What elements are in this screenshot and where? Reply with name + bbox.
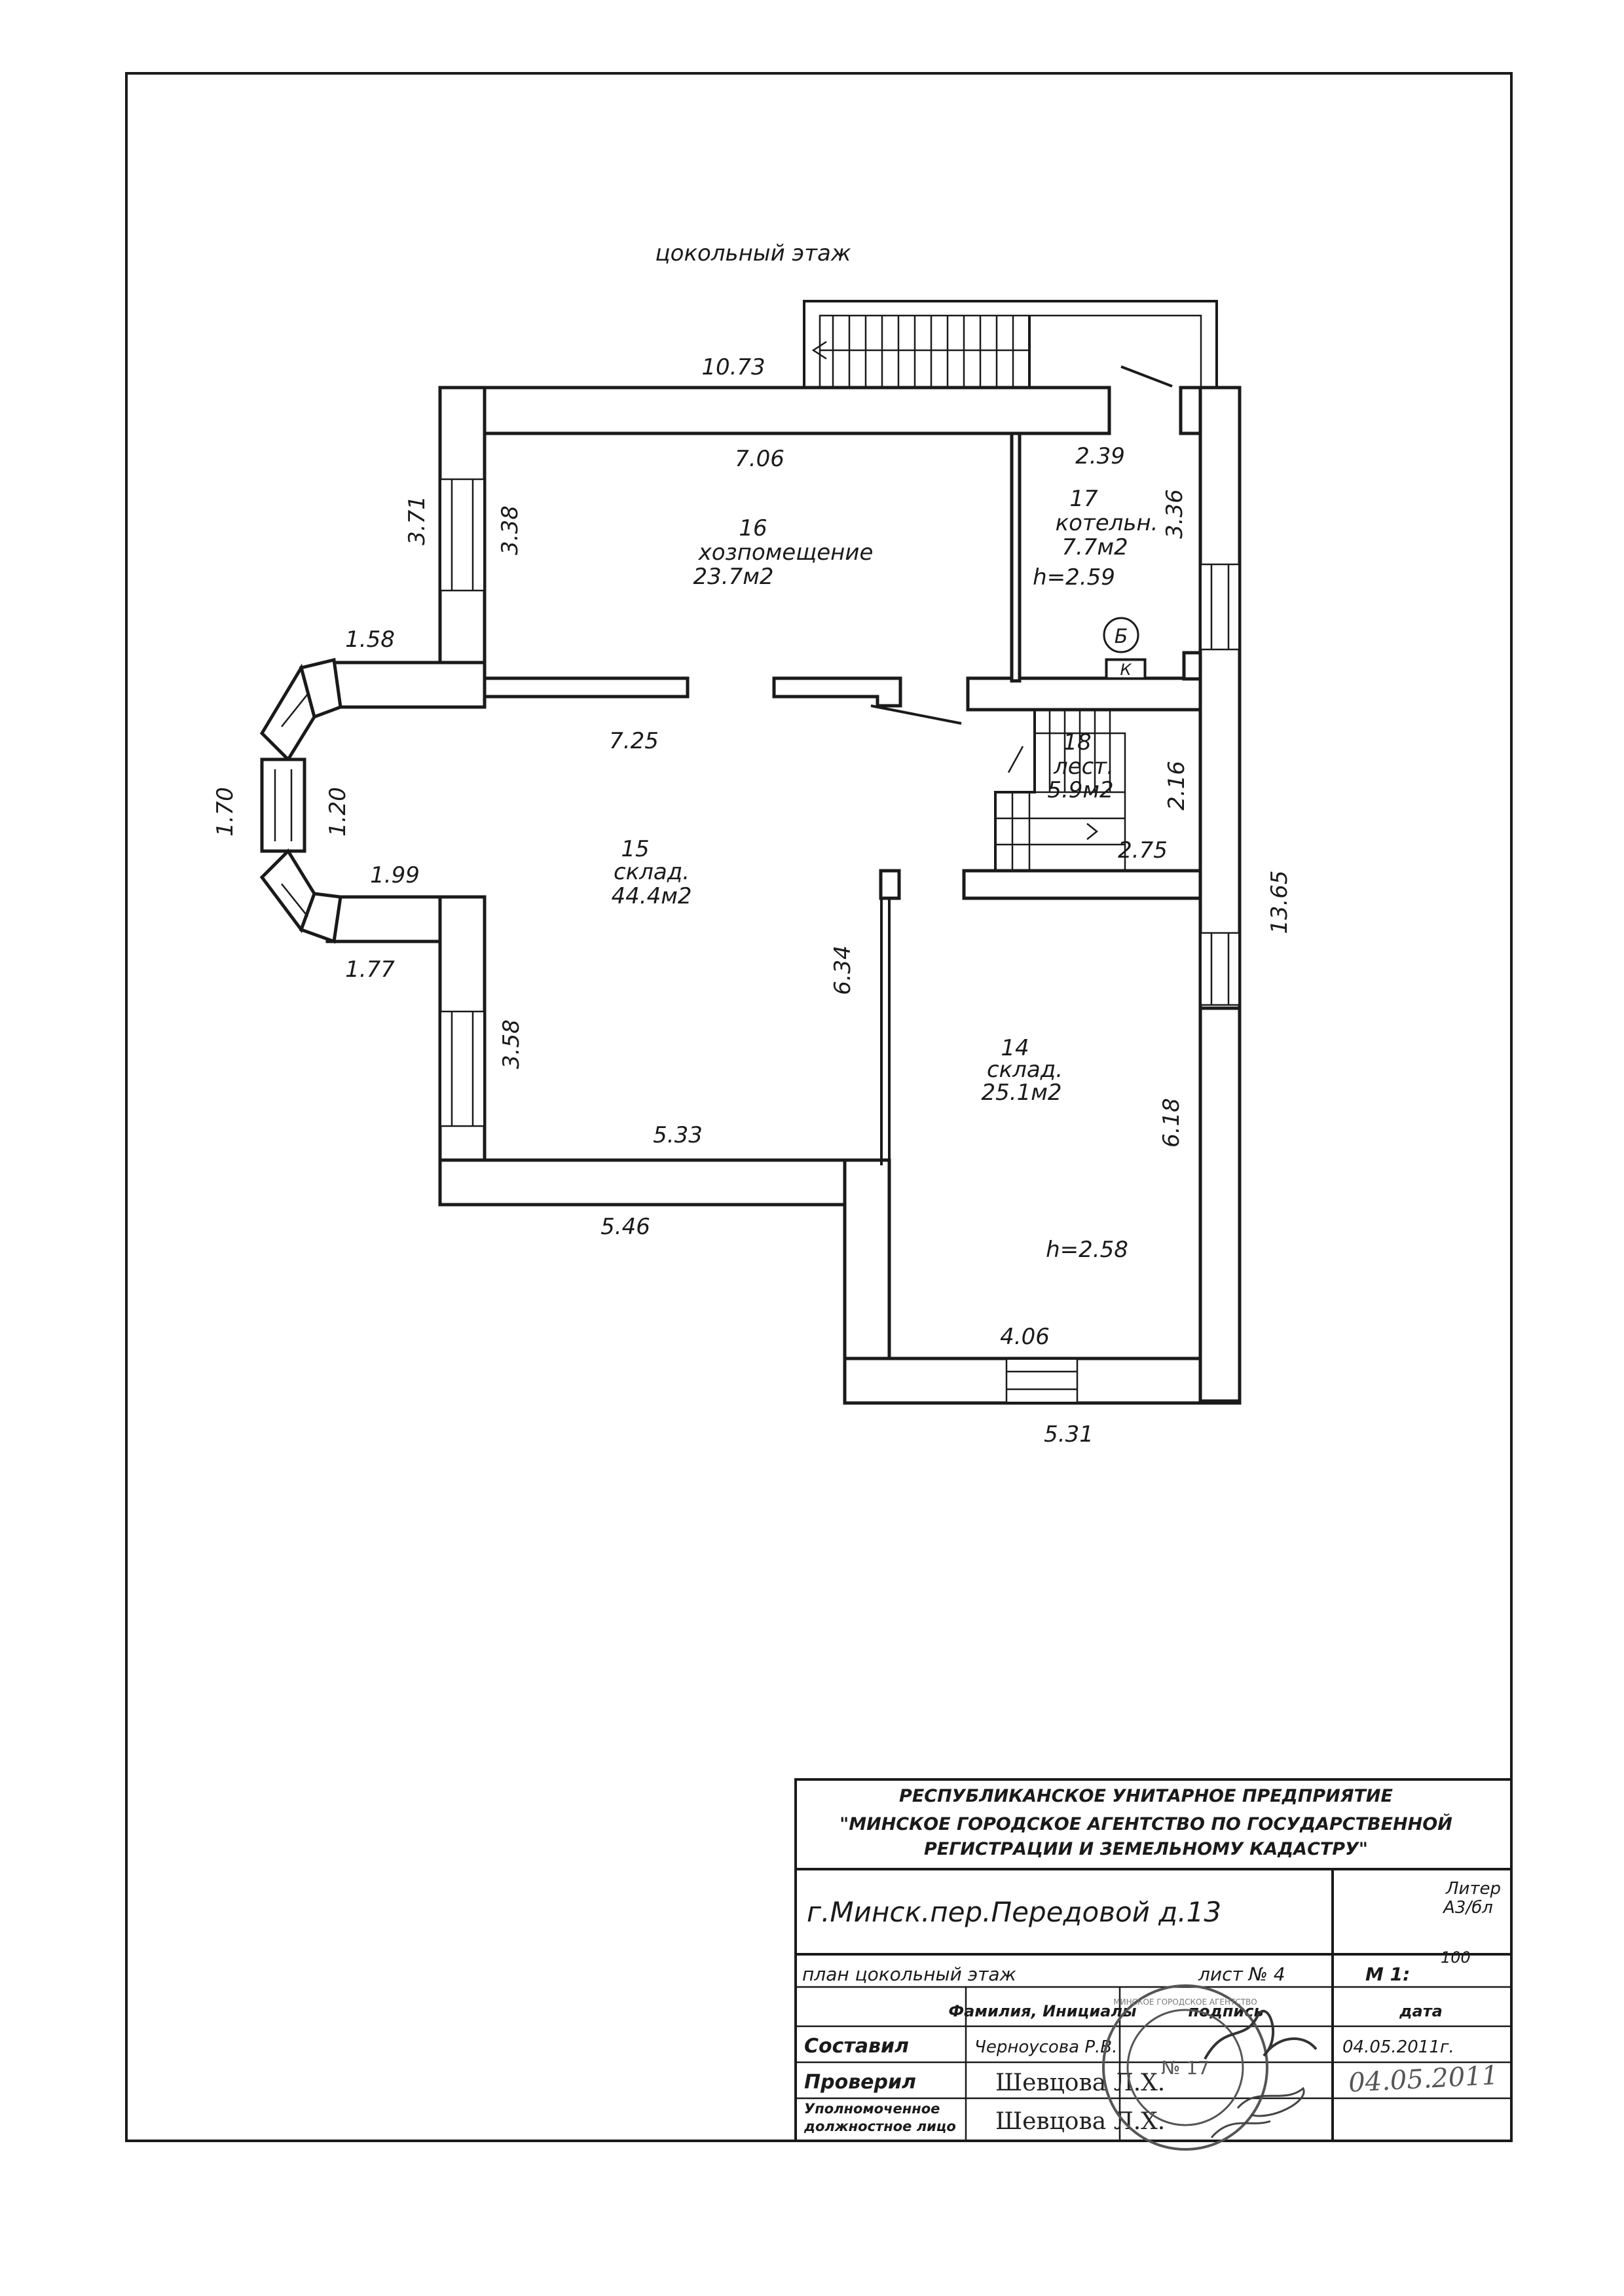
dim-right-outer: 13.65 — [1266, 870, 1293, 934]
dimensions: 10.73 7.06 2.39 3.71 3.38 3.36 1.58 1.70… — [212, 354, 1293, 1448]
dim-bay-top: 1.58 — [345, 627, 395, 653]
row1-date: 04.05.2011г. — [1342, 2037, 1454, 2057]
row2-name: Шевцова Л.Х. — [995, 2069, 1165, 2096]
stamp-number: № 17 — [1161, 2057, 1209, 2079]
org-line-1: РЕСПУБЛИКАНСКОЕ УНИТАРНОЕ ПРЕДПРИЯТИЕ — [899, 1786, 1393, 1806]
room17-name: котельн. — [1056, 510, 1158, 536]
room15-number: 15 — [621, 836, 649, 862]
sheet-number: лист № 4 — [1198, 1963, 1285, 1985]
dim-top-outer: 10.73 — [701, 354, 765, 380]
room18-area: 5.9м2 — [1047, 777, 1113, 803]
dim-bay-bottom-inner: 1.99 — [370, 862, 420, 888]
stamp-text: МИНСКОЕ ГОРОДСКОЕ АГЕНТСТВО — [1113, 1997, 1257, 2007]
plan-name: план цокольный этаж — [802, 1963, 1016, 1985]
dim-stair-right: 2.16 — [1164, 761, 1190, 811]
room15-area: 44.4м2 — [612, 883, 692, 909]
boiler-box — [1105, 659, 1146, 680]
room16-number: 16 — [739, 515, 767, 541]
partitions — [483, 431, 1202, 1165]
address: г.Минск.пер.Передовой д.13 — [807, 1896, 1221, 1928]
interior-staircase — [994, 710, 1126, 871]
dim-room15-bottom: 5.33 — [653, 1122, 703, 1148]
dim-room15-top: 7.25 — [609, 728, 659, 754]
liter-value: А3/бл — [1442, 1898, 1493, 1918]
scale-value: 100 — [1441, 1948, 1471, 1967]
room14-area: 25.1м2 — [982, 1080, 1062, 1106]
room18-number: 18 — [1063, 729, 1091, 756]
room-labels: 16 хозпомещение 23.7м2 17 котельн. 7.7м2… — [612, 486, 1158, 1263]
dim-bay-bottom: 1.77 — [345, 957, 395, 983]
signatures — [1204, 2009, 1318, 2138]
dim-room17-right: 3.36 — [1162, 489, 1188, 539]
dim-partition: 6.34 — [830, 945, 856, 995]
plan-title: цокольный этаж — [655, 240, 851, 266]
room17-number: 17 — [1069, 486, 1098, 512]
dim-stair-bottom: 2.75 — [1118, 837, 1168, 864]
row2-role: Проверил — [804, 2071, 916, 2094]
org-line-2: "МИНСКОЕ ГОРОДСКОЕ АГЕНТСТВО ПО ГОСУДАРС… — [840, 1813, 1452, 1834]
dim-left-upper-outer: 3.71 — [404, 496, 430, 545]
liter-label: Литер — [1445, 1879, 1501, 1899]
row1-name: Черноусова Р.В. — [974, 2037, 1117, 2057]
dim-room14-bottom: 4.06 — [1000, 1324, 1050, 1350]
dim-bottom-left-outer: 5.46 — [600, 1214, 650, 1240]
scale-label: М 1: — [1365, 1963, 1410, 1985]
room15-name: склад. — [614, 859, 690, 885]
dim-room14-right: 6.18 — [1158, 1098, 1185, 1148]
dim-room16-left: 3.38 — [497, 505, 523, 555]
exterior-staircase — [803, 300, 1218, 388]
title-block: РЕСПУБЛИКАНСКОЕ УНИТАРНОЕ ПРЕДПРИЯТИЕ "М… — [794, 1778, 1513, 2142]
room14-number: 14 — [1001, 1035, 1029, 1061]
room17-height: h=2.59 — [1033, 564, 1115, 591]
section-marker-circle — [1103, 617, 1139, 653]
dim-room16-top: 7.06 — [735, 446, 784, 472]
org-line-3: РЕГИСТРАЦИИ И ЗЕМЕЛЬНОМУ КАДАСТРУ" — [924, 1839, 1368, 1859]
dim-bottom-right-outer: 5.31 — [1044, 1421, 1094, 1448]
official-stamp: № 17 МИНСКОЕ ГОРОДСКОЕ АГЕНТСТВО — [1102, 1984, 1268, 2151]
boiler-markers: Б К — [1103, 617, 1146, 680]
dim-bay-outer: 1.70 — [212, 787, 238, 837]
section-marker-label: Б — [1115, 625, 1128, 648]
dim-left-lower-inner: 3.58 — [498, 1019, 525, 1069]
room18-name: лест. — [1053, 754, 1114, 780]
col-date: дата — [1399, 2002, 1443, 2020]
room17-area: 7.7м2 — [1061, 534, 1128, 560]
col-name: Фамилия, Инициалы — [948, 2002, 1137, 2020]
row3-role-b: должностное лицо — [803, 2119, 956, 2134]
room14-name: склад. — [987, 1057, 1063, 1083]
room16-area: 23.7м2 — [693, 564, 774, 590]
room14-height: h=2.58 — [1046, 1237, 1128, 1263]
dim-bay-inner: 1.20 — [325, 787, 351, 837]
walls — [325, 386, 1242, 1405]
dim-room17-top: 2.39 — [1075, 443, 1125, 469]
row2-date: 04.05.2011 — [1348, 2060, 1499, 2098]
row1-role: Составил — [804, 2035, 909, 2058]
row3-role-a: Уполномоченное — [804, 2101, 940, 2117]
bay-window — [259, 657, 342, 944]
boiler-box-label: К — [1120, 661, 1132, 679]
room16-name: хозпомещение — [698, 539, 874, 566]
windows — [441, 478, 1238, 1402]
row3-name: Шевцова Л.Х. — [995, 2108, 1165, 2135]
